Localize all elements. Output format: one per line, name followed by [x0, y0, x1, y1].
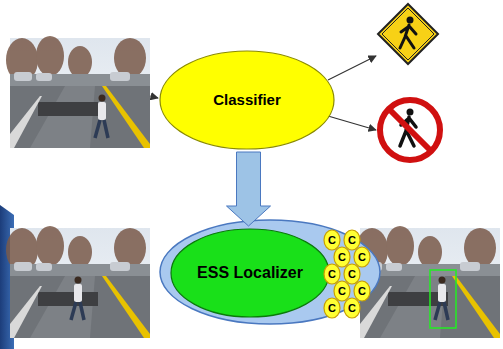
node-label: ESS Localizer [197, 264, 303, 282]
search-ellipse [160, 220, 380, 324]
node-label: C [328, 234, 336, 247]
node-label: C [328, 302, 336, 315]
node-label: C [348, 302, 356, 315]
classifier-ellipse: Classifier [159, 50, 335, 150]
localizer-ellipse: ESS Localizer [170, 228, 330, 318]
node-label: C [328, 268, 336, 281]
node-label: C [348, 268, 356, 281]
node-label: C [348, 234, 356, 247]
no-pedestrian-sign [380, 100, 440, 160]
node-label: C [338, 285, 346, 298]
node-label: C [358, 285, 366, 298]
node-label: C [358, 251, 366, 264]
node-label: Classifier [213, 91, 281, 108]
pedestrian-sign [378, 4, 438, 64]
block-arrow [227, 152, 271, 226]
classifier-circle: C [323, 297, 341, 319]
node-label: C [338, 251, 346, 264]
classifier-circle: C [343, 297, 361, 319]
